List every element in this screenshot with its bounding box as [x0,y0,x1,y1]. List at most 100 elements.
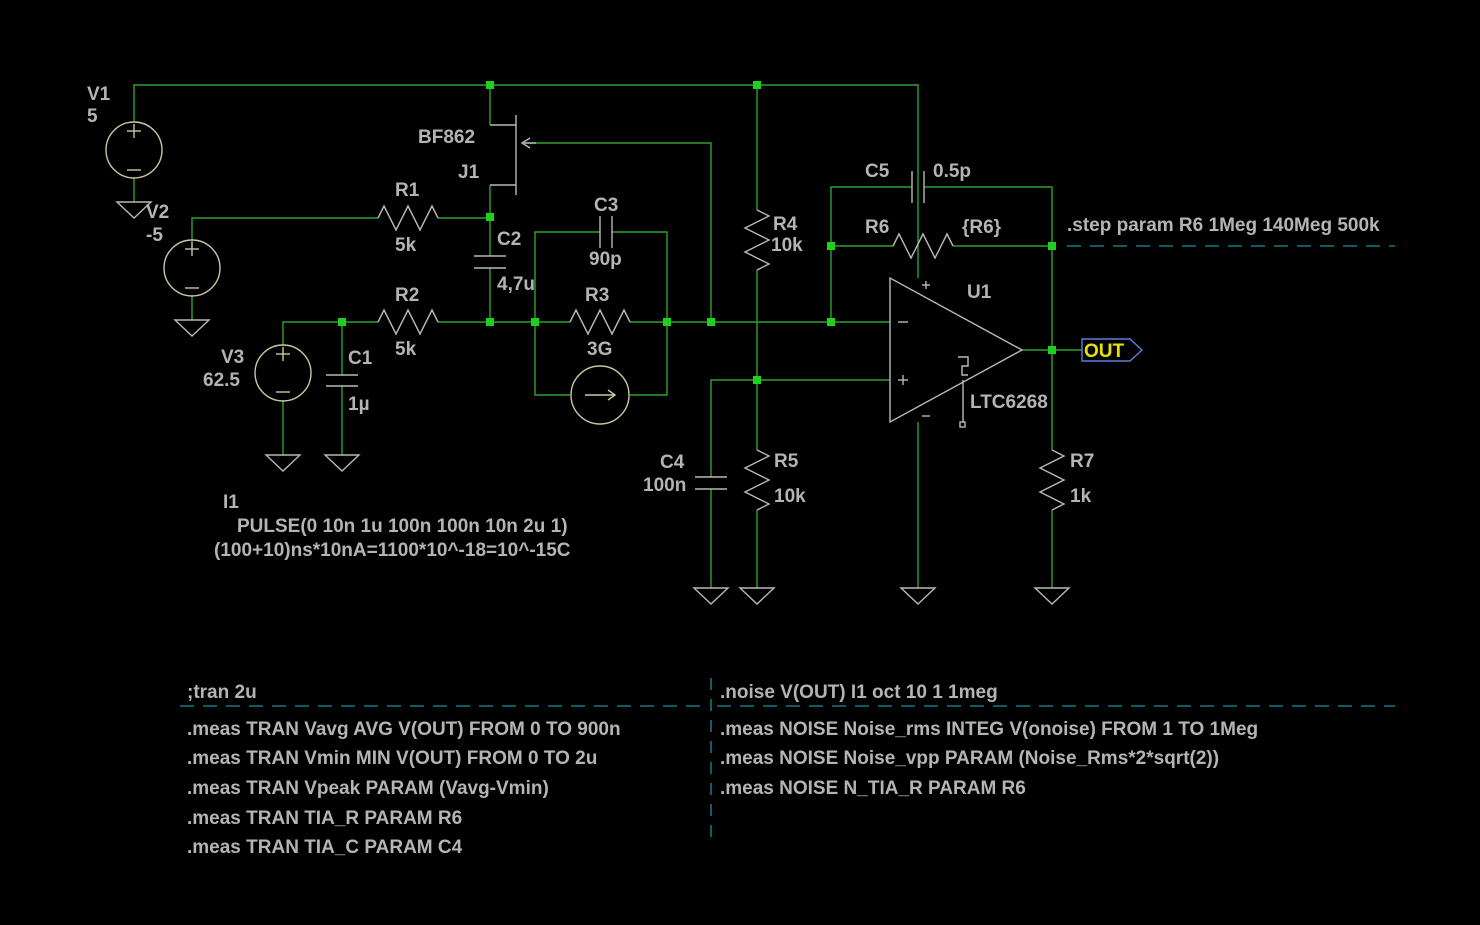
label-v1-value: 5 [87,106,98,127]
junction [753,376,761,384]
directive-noise-meas[interactable]: .meas NOISE Noise_vpp PARAM (Noise_Rms*2… [720,748,1219,769]
junction [1048,346,1056,354]
label-c3-name: C3 [594,195,618,216]
directive-step[interactable]: .step param R6 1Meg 140Meg 500k [1067,215,1380,236]
junction [827,318,835,326]
grounds [115,178,1071,605]
ground-symbol [692,587,730,605]
resistor-r2[interactable] [377,308,439,336]
wire-i1-loop[interactable] [534,322,570,396]
label-c4-name: C4 [660,452,685,473]
label-r1-value: 5k [395,235,417,256]
wire-i1-right[interactable] [630,322,668,396]
label-c5-value: 0.5p [933,161,971,182]
capacitor-c5[interactable] [911,171,925,203]
ground-symbol [1033,587,1071,605]
resistor-r5[interactable] [743,449,771,511]
label-v1-name: V1 [87,84,111,105]
wire-j1-gate[interactable] [524,142,712,322]
label-r6-name: R6 [865,217,889,238]
directive-tran-meas[interactable]: .meas TRAN Vavg AVG V(OUT) FROM 0 TO 900… [187,719,621,740]
net-label-out[interactable]: OUT [1081,338,1144,362]
wire-fb-c5-right[interactable] [924,186,1053,246]
label-r6-value: {R6} [962,217,1002,238]
spice-directives: .step param R6 1Meg 140Meg 500k ;tran 2u… [180,215,1395,858]
junction [663,318,671,326]
label-r4-name: R4 [773,214,798,235]
ground-symbol [264,454,302,472]
junction [827,242,835,250]
component-labels: V1 5 V2 -5 V3 62.5 BF862 J1 R1 5k R2 5k … [87,84,1094,561]
capacitor-c4[interactable] [695,476,727,490]
label-v2-value: -5 [146,225,163,246]
label-r1-name: R1 [395,180,420,201]
ground-symbol [738,587,776,605]
resistor-r4[interactable] [743,209,771,271]
jfet-j1[interactable] [490,115,536,195]
wire-c3-loop[interactable] [534,231,600,322]
resistor-r6[interactable] [892,232,954,260]
label-c3-value: 90p [589,249,622,270]
label-c4-value: 100n [643,475,686,496]
junction [753,81,761,89]
ground-symbol [899,587,937,605]
wire-c3-right[interactable] [612,231,668,322]
label-r7-name: R7 [1070,451,1094,472]
junctions [338,81,1056,384]
directive-tran-meas[interactable]: .meas TRAN TIA_C PARAM C4 [187,837,463,858]
ground-symbol [173,295,211,337]
directive-tran-meas[interactable]: .meas TRAN Vmin MIN V(OUT) FROM 0 TO 2u [187,748,597,769]
wire-fb-left[interactable] [830,186,912,322]
resistor-r7[interactable] [1038,449,1066,511]
label-r7-value: 1k [1070,486,1092,507]
label-r3-value: 3G [587,339,612,360]
label-r3-name: R3 [585,285,609,306]
junction [486,81,494,89]
wire-v3-top[interactable] [282,321,378,346]
label-u1-value: LTC6268 [970,392,1048,413]
label-j1-name: J1 [458,162,480,183]
net-label-out-text: OUT [1084,341,1125,362]
label-c5-name: C5 [865,161,890,182]
source-v3[interactable] [254,344,312,402]
label-r5-name: R5 [774,451,799,472]
directive-tran-meas[interactable]: .meas TRAN TIA_R PARAM R6 [187,808,462,829]
junction [486,318,494,326]
ground-symbol [323,454,361,472]
wire-top-rail[interactable] [133,84,919,278]
ground-symbol [115,178,153,219]
directive-tran-header[interactable]: ;tran 2u [187,682,257,703]
directive-noise-header[interactable]: .noise V(OUT) I1 oct 10 1 1meg [720,682,998,703]
capacitor-c3[interactable] [599,216,613,248]
label-r2-value: 5k [395,339,417,360]
resistor-r3[interactable] [569,308,631,336]
label-v3-name: V3 [221,347,244,368]
junction [486,213,494,221]
source-i1[interactable] [570,365,630,425]
source-v2[interactable] [163,239,221,297]
label-c1-value: 1µ [348,394,370,415]
directive-noise-meas[interactable]: .meas NOISE Noise_rms INTEG V(onoise) FR… [720,719,1258,740]
junction [531,318,539,326]
label-c2-value: 4,7u [497,274,535,295]
label-i1-value: PULSE(0 10n 1u 100n 100n 10n 2u 1) [237,516,568,537]
wire-v2-r1[interactable] [191,217,378,242]
source-v1[interactable] [105,121,163,179]
label-c2-name: C2 [497,229,521,250]
label-u1-name: U1 [967,282,992,303]
junction [707,318,715,326]
capacitor-c1[interactable] [326,374,358,387]
label-r5-value: 10k [774,486,806,507]
label-j1-value: BF862 [418,127,475,148]
capacitor-c2[interactable] [474,255,506,269]
junction [1048,242,1056,250]
label-r2-name: R2 [395,285,419,306]
opamp-u1[interactable] [889,276,1024,428]
wire-plus-input[interactable] [710,379,890,477]
label-c1-name: C1 [348,348,373,369]
label-i1-note: (100+10)ns*10nA=1100*10^-18=10^-15C [214,540,571,561]
directive-noise-meas[interactable]: .meas NOISE N_TIA_R PARAM R6 [720,778,1026,799]
directive-tran-meas[interactable]: .meas TRAN Vpeak PARAM (Vavg-Vmin) [187,778,549,799]
resistor-r1[interactable] [377,204,439,232]
